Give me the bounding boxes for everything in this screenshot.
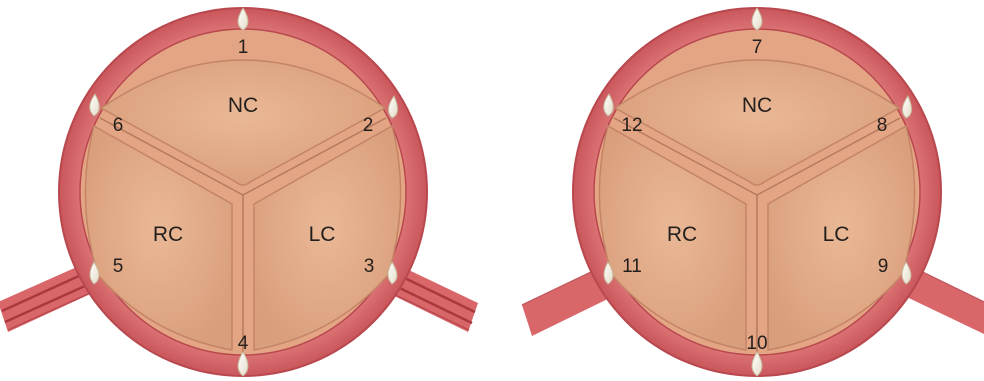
- point-label-2: 2: [363, 115, 374, 136]
- point-label-11: 11: [622, 256, 642, 277]
- cusp-label-lc: LC: [309, 223, 336, 246]
- point-label-7: 7: [752, 37, 763, 58]
- point-label-8: 8: [877, 115, 888, 136]
- valve-diagram-right: NC RC LC 7 8 9 10 11 12: [522, 8, 984, 376]
- cusp-label-nc: NC: [228, 94, 258, 117]
- point-label-4: 4: [238, 333, 249, 354]
- point-label-10: 10: [746, 333, 767, 354]
- cusp-label-rc: RC: [153, 223, 183, 246]
- point-label-1: 1: [238, 37, 249, 58]
- cusp-label-nc-right: NC: [742, 94, 772, 117]
- point-label-12: 12: [621, 115, 642, 136]
- point-label-6: 6: [113, 115, 124, 136]
- point-label-3: 3: [364, 256, 375, 277]
- point-label-9: 9: [878, 256, 889, 277]
- point-label-5: 5: [113, 256, 124, 277]
- cusp-label-lc-right: LC: [823, 223, 850, 246]
- valve-diagram-left: NC RC LC 1 2 3 4 5 6: [0, 8, 478, 376]
- cusp-label-rc-right: RC: [667, 223, 697, 246]
